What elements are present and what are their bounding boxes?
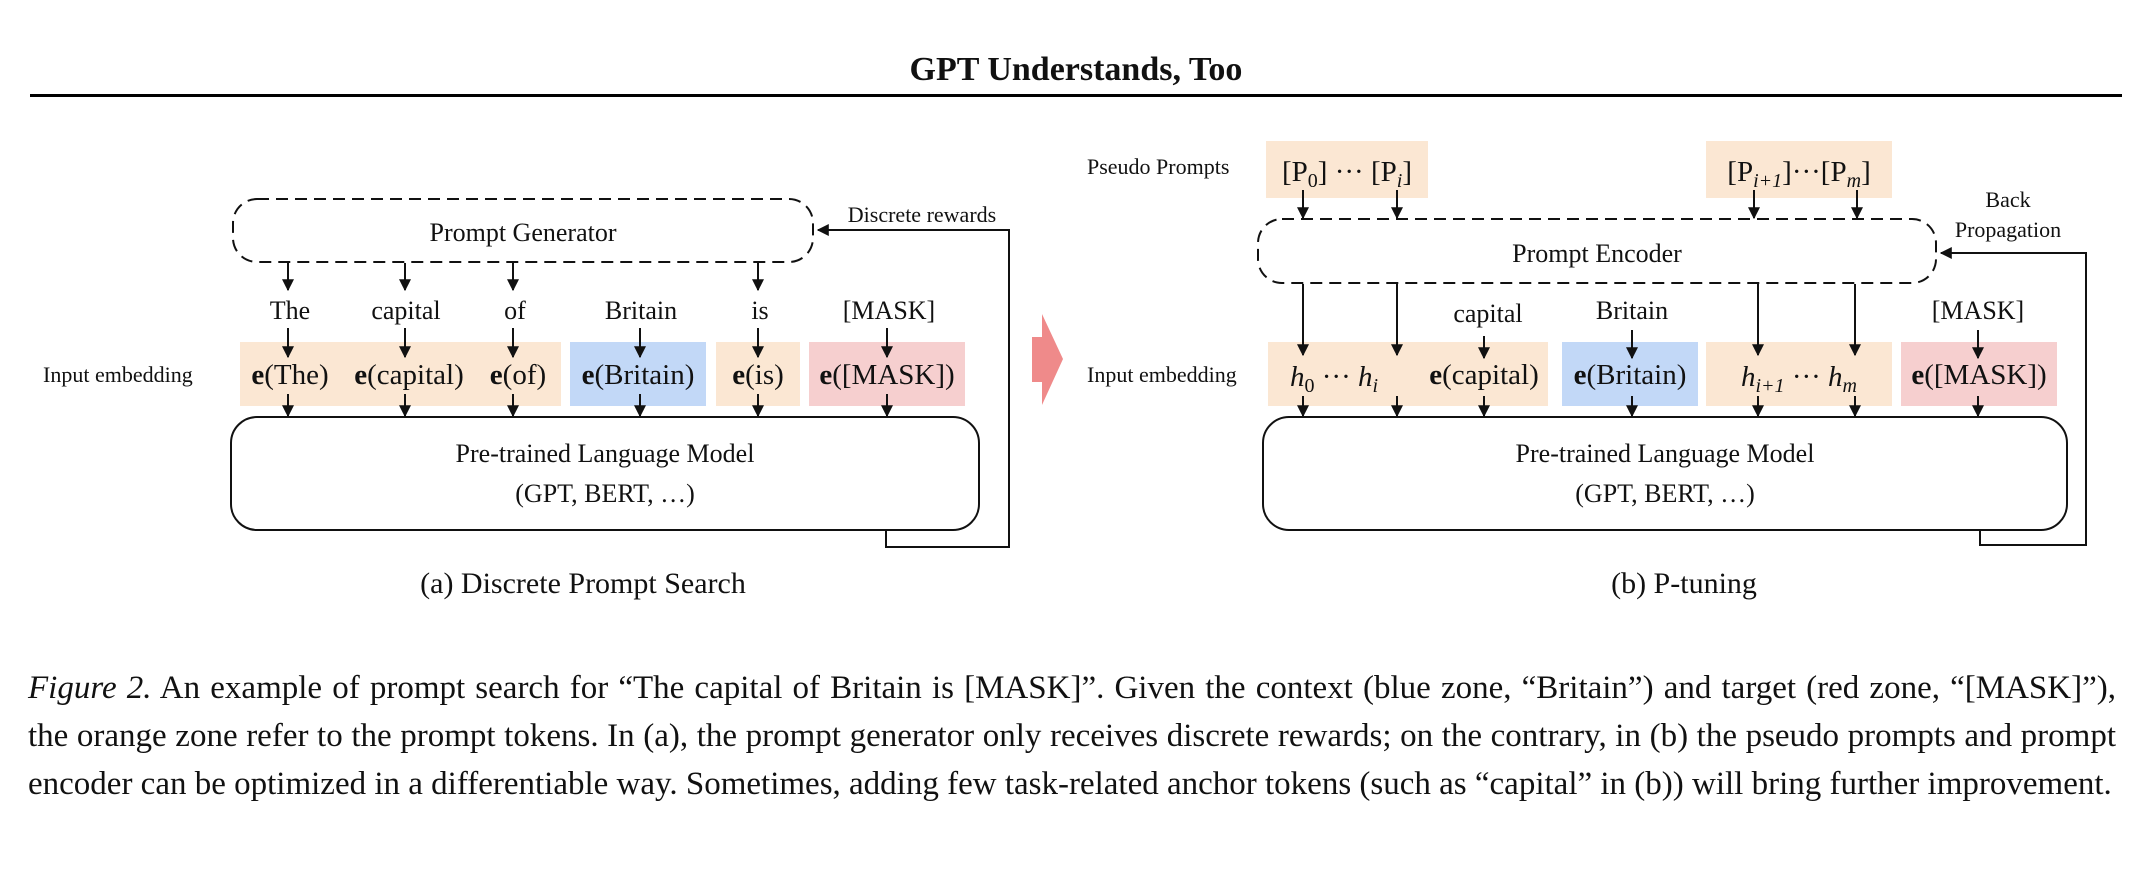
prompt-encoder-label: Prompt Encoder (1512, 239, 1682, 268)
pseudo-prompt-zone (1706, 141, 1892, 198)
figure-label: Figure 2. (28, 670, 152, 706)
language-model-label: Pre-trained Language Model (1516, 439, 1815, 468)
prompt-zone (1268, 342, 1548, 406)
language-model-examples: (GPT, BERT, …) (515, 479, 694, 508)
token-embedding: e(Britain) (582, 359, 695, 391)
page-title: GPT Understands, Too (909, 51, 1243, 88)
token-embedding: e([MASK]) (819, 359, 954, 391)
token-word: The (270, 296, 310, 325)
token-word: of (504, 296, 526, 325)
embedding-to-model-arrows (1297, 396, 1984, 418)
prompt-zone (1706, 342, 1892, 406)
input-embedding-label: Input embedding (43, 362, 193, 387)
subcaption-b: (b) P-tuning (1611, 567, 1757, 600)
anchor-word: [MASK] (1932, 296, 2024, 325)
word-to-embedding-arrows (1478, 330, 1984, 360)
pseudo-prompt-zone (1266, 141, 1428, 198)
token-word: [MASK] (843, 296, 935, 325)
language-model-box (230, 416, 980, 531)
feedback-loop-line (816, 224, 1010, 548)
context-embedding: e(Britain) (1574, 359, 1687, 391)
pseudo-prompt-group: [Pi+1]···[Pm] (1727, 156, 1870, 192)
target-embedding: e([MASK]) (1911, 359, 2046, 391)
language-model-examples: (GPT, BERT, …) (1575, 479, 1754, 508)
token-embedding: e(is) (732, 359, 784, 391)
anchor-word: capital (1453, 299, 1522, 328)
token-embedding: e(The) (251, 359, 328, 391)
hidden-state-group: hi+1 ··· hm (1741, 361, 1857, 397)
pseudo-prompt-group: [P0] ··· [Pi] (1282, 156, 1412, 192)
back-propagation-loop (1939, 247, 2087, 546)
title-rule (30, 94, 2122, 97)
token-word: is (751, 296, 768, 325)
token-embedding: e(capital) (354, 359, 464, 391)
language-model-label: Pre-trained Language Model (456, 439, 755, 468)
token-embedding: e(of) (490, 359, 546, 391)
figure-caption-text: An example of prompt search for “The cap… (28, 670, 2116, 802)
figure-caption: Figure 2. An example of prompt search fo… (28, 664, 2116, 808)
word-to-embedding-arrows (282, 328, 893, 359)
transition-arrow-icon (1032, 314, 1063, 405)
prompt-generator-box (232, 198, 814, 263)
generator-arrows (282, 263, 764, 292)
encoder-to-hidden-arrows (1297, 284, 1861, 357)
pseudo-to-encoder-arrows (1297, 190, 1863, 220)
back-propagation-label: Back (1985, 187, 2030, 212)
back-propagation-label: Propagation (1955, 217, 2061, 242)
panel-a: Prompt Generator Discrete rewards Input … (43, 198, 1010, 600)
pseudo-prompts-label: Pseudo Prompts (1087, 154, 1229, 179)
token-word: capital (371, 296, 440, 325)
anchor-embedding: e(capital) (1429, 359, 1539, 391)
hidden-state-group: h0 ··· hi (1290, 361, 1378, 397)
figure-diagram: Prompt Generator Discrete rewards Input … (43, 141, 2087, 600)
anchor-word: Britain (1596, 296, 1668, 325)
subcaption-a: (a) Discrete Prompt Search (420, 567, 746, 600)
discrete-rewards-label: Discrete rewards (848, 202, 996, 227)
embedding-to-model-arrows (282, 394, 893, 418)
language-model-box (1262, 416, 2068, 531)
panel-b: Pseudo Prompts [P0] ··· [Pi] [Pi+1]···[P… (1087, 141, 2087, 600)
input-embedding-label: Input embedding (1087, 362, 1237, 387)
prompt-encoder-box (1257, 218, 1937, 284)
prompt-generator-label: Prompt Generator (429, 218, 616, 247)
token-word: Britain (605, 296, 677, 325)
